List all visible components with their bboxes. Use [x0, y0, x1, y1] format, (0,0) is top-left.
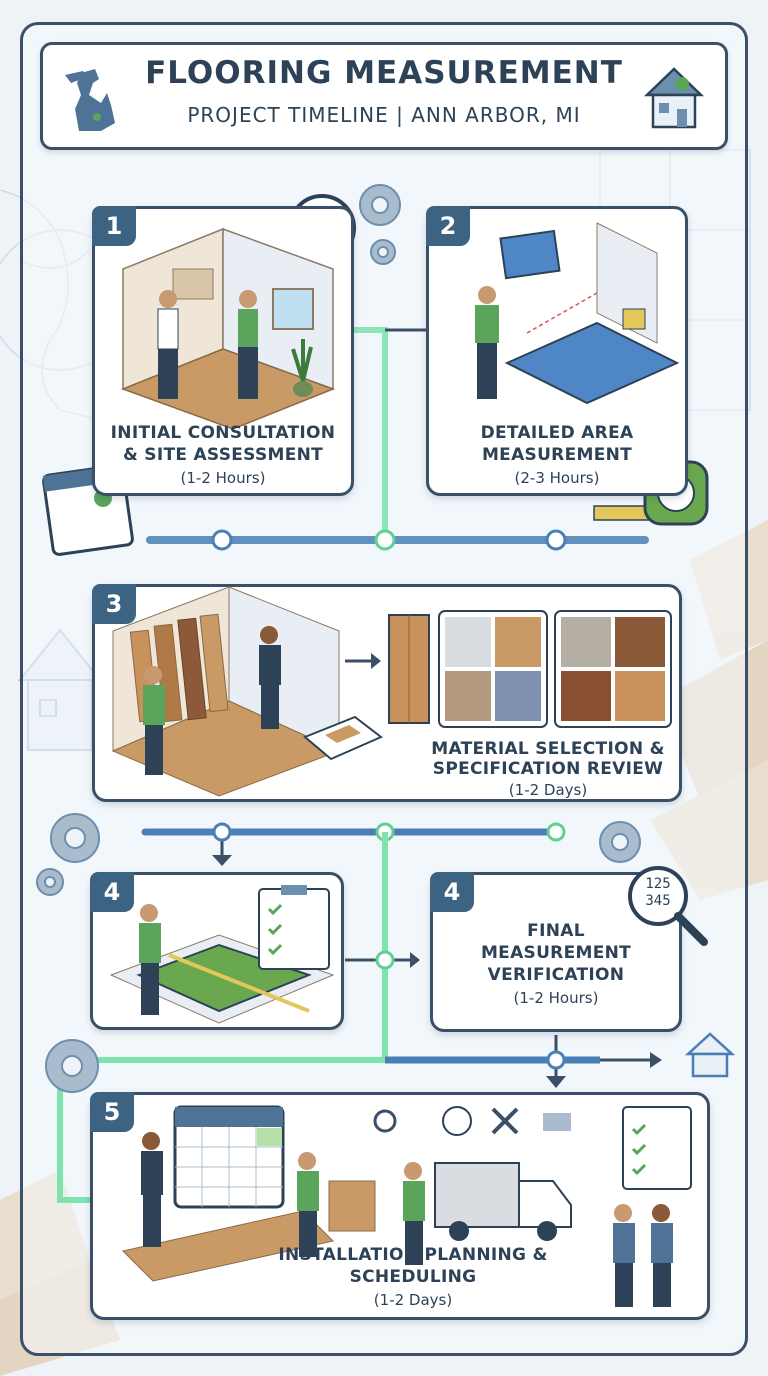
step-title-line: INSTALLATION PLANNING &: [278, 1245, 548, 1265]
step-card-1: 1 INITIAL CONSULTATION & SITE ASSESSMENT…: [92, 206, 354, 496]
layout-check-illustration: [109, 885, 335, 1024]
flooring-samples-grid: [388, 610, 672, 728]
step-duration: (1-2 Days): [373, 1291, 453, 1309]
arrow-right-icon: [345, 653, 381, 669]
step-card-5: 5 INSTALLATION PLA: [90, 1092, 710, 1320]
gear-icon: [36, 184, 641, 1093]
timeline-node: [212, 822, 232, 842]
step-title-line: SPECIFICATION REVIEW: [432, 759, 664, 779]
step-number-badge: 4: [430, 872, 474, 912]
step-number-badge: 5: [90, 1092, 134, 1132]
step-duration: (1-2 Hours): [180, 469, 266, 487]
timeline-node: [545, 529, 567, 551]
page-subtitle: PROJECT TIMELINE | ANN ARBOR, MI: [187, 103, 581, 127]
step-card-4a: 4: [90, 872, 344, 1030]
step-title-line: FINAL: [527, 921, 585, 941]
installation-scheduling-illustration: [122, 1105, 692, 1307]
step-number-badge: 4: [90, 872, 134, 912]
step-card-2: 2 DETAILED AREA MEASUREMENT (2-3 Hours): [426, 206, 688, 496]
consultation-illustration: [120, 227, 336, 430]
sample-catalog-icon: [303, 715, 383, 761]
magnifier-icon: [628, 866, 708, 946]
header-banner: FLOORING MEASUREMENT PROJECT TIMELINE | …: [40, 42, 728, 150]
step-number-badge: 1: [92, 206, 136, 246]
material-showroom-illustration: [111, 586, 341, 797]
measurement-illustration: [475, 222, 680, 405]
step-title-line: SCHEDULING: [349, 1267, 477, 1287]
page-title: FLOORING MEASUREMENT: [145, 55, 623, 91]
step-card-3: 3 MATERIAL SELECTION & SPEC: [92, 584, 682, 802]
step-title-line: DETAILED AREA: [480, 423, 634, 443]
step-duration: (2-3 Hours): [514, 469, 600, 487]
step-title-line: MATERIAL SELECTION &: [431, 739, 665, 759]
home-outline-icon: [684, 1032, 736, 1078]
magnifier-number: 125: [645, 876, 671, 892]
step-title-line: INITIAL CONSULTATION: [110, 423, 336, 443]
timeline-node: [374, 529, 396, 551]
step-number-badge: 2: [426, 206, 470, 246]
timeline-node: [546, 1050, 566, 1070]
house-location-icon: [643, 67, 705, 129]
step-title-line: VERIFICATION: [487, 965, 625, 985]
step-duration: (1-2 Days): [508, 781, 588, 799]
step-duration: (1-2 Hours): [513, 989, 599, 1007]
timeline-node: [546, 822, 566, 842]
step-title-line: & SITE ASSESSMENT: [122, 445, 324, 465]
michigan-map-icon: [65, 69, 115, 131]
timeline-node: [211, 529, 233, 551]
step-title-line: MEASUREMENT: [481, 445, 633, 465]
timeline-node: [375, 950, 395, 970]
magnifier-number: 345: [645, 893, 671, 909]
step-title-line: MEASUREMENT: [480, 943, 632, 963]
step-number-badge: 3: [92, 584, 136, 624]
